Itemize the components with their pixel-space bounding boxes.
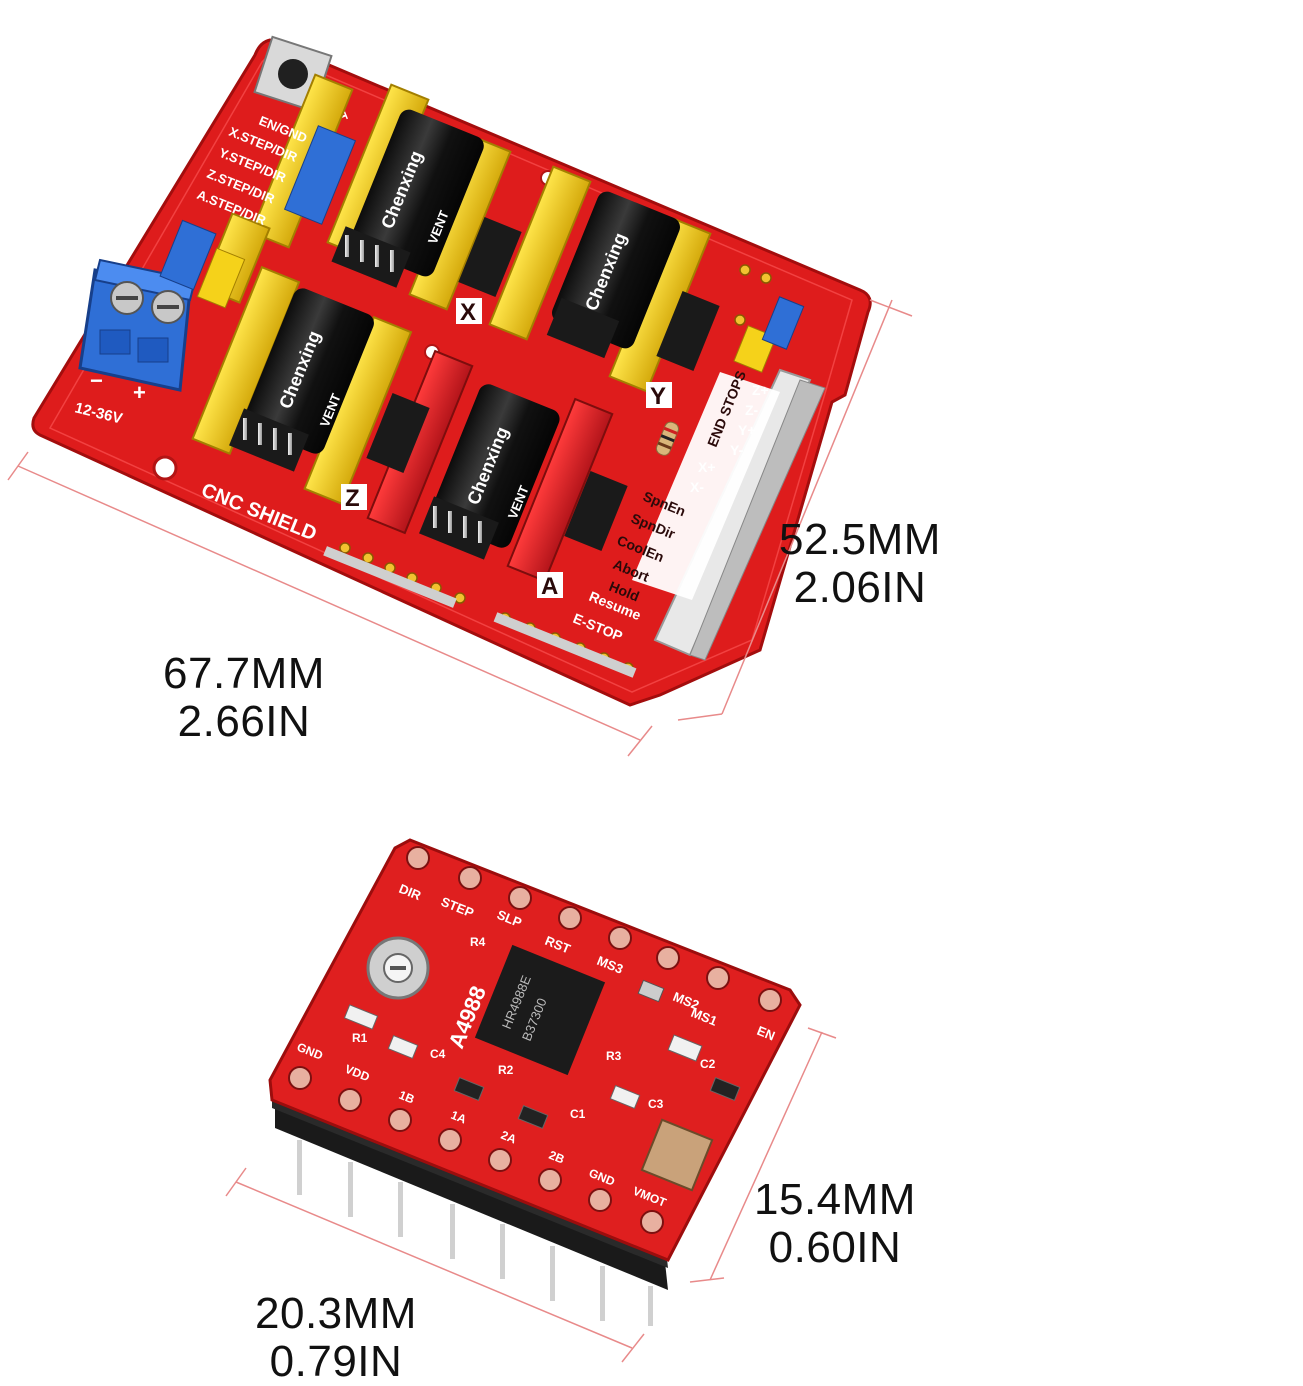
- driver-pins: [297, 1140, 653, 1326]
- driver-component-labels: R4 R1 C4 R2 C1 R3 C3 C2: [352, 935, 716, 1121]
- stepper-header-yellow: [191, 73, 712, 506]
- shield-height-in: 2.06IN: [793, 563, 927, 612]
- capacitor: Chenxing VENT: [430, 384, 560, 548]
- driver-height-mm: 15.4MM: [754, 1175, 916, 1224]
- svg-text:C4: C4: [430, 1047, 446, 1061]
- shield-dimension-lines: [7, 299, 913, 757]
- driver-width-mm: 20.3MM: [255, 1289, 417, 1338]
- svg-text:X-: X-: [690, 479, 704, 495]
- svg-text:1A: 1A: [449, 1108, 469, 1127]
- axis-y: Y: [650, 383, 666, 410]
- svg-text:C2: C2: [700, 1057, 716, 1071]
- a4988-chip: HR4988E B37300: [474, 944, 606, 1076]
- axis-labels: X Y Z A: [341, 298, 672, 600]
- svg-text:Z-: Z-: [745, 402, 759, 418]
- header-pins: [243, 235, 482, 543]
- shield-height-mm: 52.5MM: [779, 515, 941, 564]
- svg-text:C3: C3: [648, 1097, 664, 1111]
- svg-text:R2: R2: [498, 1063, 514, 1077]
- resistor: [655, 421, 679, 456]
- shield-width-dimension: 67.7MM 2.66IN: [144, 650, 344, 746]
- axis-x: X: [460, 299, 476, 326]
- power-terminal: [78, 258, 197, 392]
- underside-pins: [323, 546, 637, 678]
- jumper-pins: [229, 217, 720, 560]
- svg-text:2B: 2B: [547, 1148, 567, 1167]
- driver-top-pads: [406, 846, 782, 1012]
- svg-text:X+: X+: [698, 459, 716, 475]
- control-labels: END STOPS Z+ Z- Y+ Y- X+ X- SpnEn SpnDir…: [571, 368, 780, 644]
- shield-height-dimension: 52.5MM 2.06IN: [760, 516, 960, 612]
- terminal-minus: −: [90, 368, 103, 393]
- shield-width-mm: 67.7MM: [163, 649, 325, 698]
- potentiometer: [366, 936, 430, 1000]
- svg-text:R4: R4: [470, 935, 486, 949]
- svg-text:Z+: Z+: [752, 382, 769, 398]
- svg-text:C1: C1: [570, 1107, 586, 1121]
- driver-width-dimension: 20.3MM 0.79IN: [236, 1290, 436, 1386]
- control-header: [159, 125, 357, 309]
- axis-a: A: [541, 573, 558, 600]
- terminal-plus: +: [133, 380, 146, 405]
- capacitor: Chenxing VENT: [350, 109, 484, 277]
- svg-text:EN: EN: [755, 1023, 777, 1044]
- a4988-driver-board: HR4988E B37300 A4988 DIR STEP SLP RST MS…: [268, 838, 802, 1326]
- mount-hole: [152, 455, 178, 481]
- driver-width-in: 0.79IN: [269, 1337, 403, 1386]
- svg-text:2A: 2A: [499, 1128, 519, 1147]
- shield-width-in: 2.66IN: [177, 697, 311, 746]
- svg-text:R3: R3: [606, 1049, 622, 1063]
- axis-z: Z: [345, 485, 360, 512]
- cnc-shield-board: RST − + 12-36V: [31, 35, 872, 707]
- svg-text:R1: R1: [352, 1031, 368, 1045]
- svg-text:Y-: Y-: [730, 442, 744, 458]
- driver-height-dimension: 15.4MM 0.60IN: [730, 1176, 940, 1272]
- driver-dimension-lines: [225, 1027, 837, 1363]
- smd-components: [343, 979, 741, 1192]
- driver-height-in: 0.60IN: [768, 1223, 902, 1272]
- svg-text:Y+: Y+: [738, 422, 756, 438]
- driver-bottom-pads: [288, 1066, 664, 1234]
- svg-text:1B: 1B: [397, 1088, 417, 1107]
